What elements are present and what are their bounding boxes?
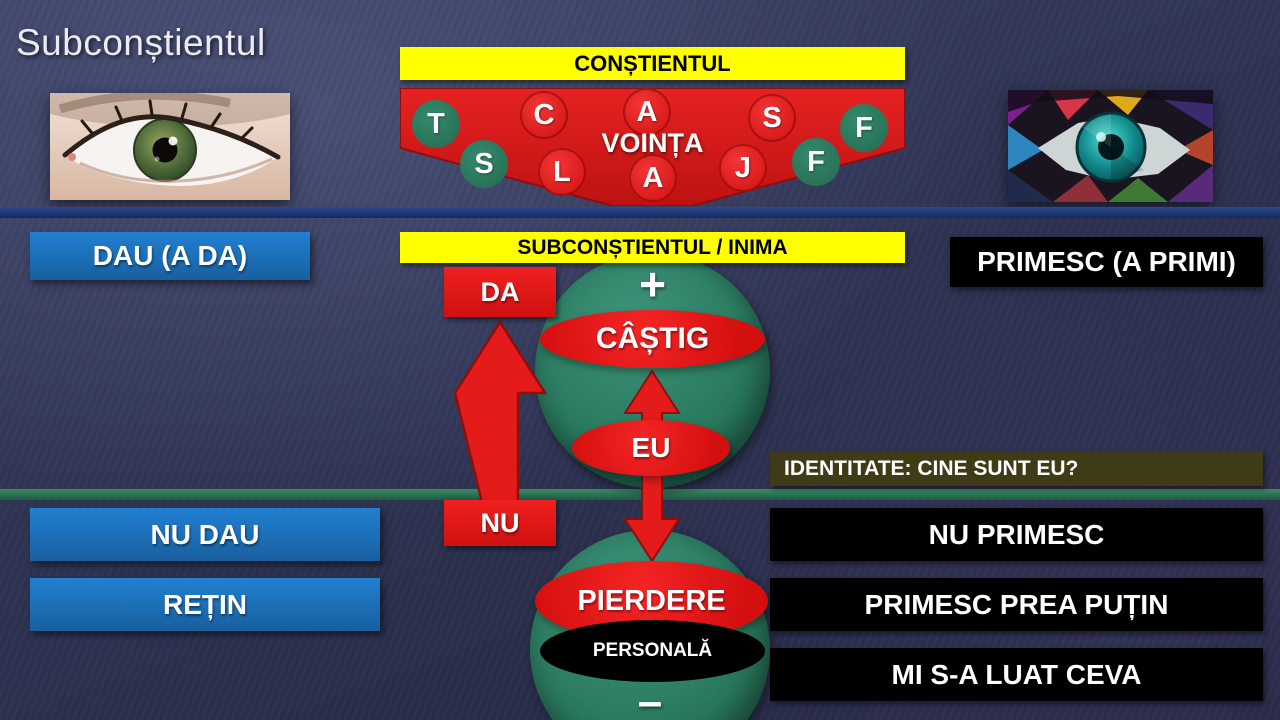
letter-circle: S <box>748 94 796 142</box>
primesc-box: PRIMESC (A PRIMI) <box>950 237 1263 287</box>
arrow-nu-to-da <box>453 319 548 504</box>
plus-sign: + <box>639 258 666 310</box>
right-eye-image <box>1008 90 1213 202</box>
letter-circle: F <box>840 104 888 152</box>
conscious-divider-line <box>0 207 1280 218</box>
dau-box: DAU (A DA) <box>30 232 310 280</box>
mi-sa-luat-ceva-box: MI S-A LUAT CEVA <box>770 648 1263 701</box>
letter-circle: S <box>460 140 508 188</box>
retin-box: REȚIN <box>30 578 380 631</box>
da-box: DA <box>444 267 556 317</box>
letter-circle: L <box>538 148 586 196</box>
letter-circle: C <box>520 91 568 139</box>
identity-divider-line <box>0 489 1280 500</box>
eu-ellipse: EU <box>572 420 730 476</box>
subconstientul-banner: SUBCONȘTIENTUL / INIMA <box>400 232 905 263</box>
nu-primesc-box: NU PRIMESC <box>770 508 1263 561</box>
letter-circle: T <box>412 100 460 148</box>
conscious-letters-shape: T C A S F S L A J F VOINȚA <box>400 88 905 206</box>
minus-sign: – <box>637 677 663 720</box>
left-eye-image <box>50 93 290 200</box>
nu-dau-box: NU DAU <box>30 508 380 561</box>
identitate-banner: IDENTITATE: CINE SUNT EU? <box>770 451 1263 486</box>
nu-box: NU <box>444 500 556 546</box>
personala-ellipse: PERSONALĂ <box>540 620 765 682</box>
vointa-label: VOINȚA <box>601 128 704 158</box>
page-title: Subconștientul <box>16 22 266 63</box>
right-eye-art <box>1008 90 1213 202</box>
letter-circle: J <box>719 144 767 192</box>
letter-circle: A <box>623 88 671 136</box>
castig-ellipse: CÂȘTIG <box>540 310 765 368</box>
letter-circle: A <box>629 154 677 202</box>
letter-circle: F <box>792 138 840 186</box>
primesc-prea-putin-box: PRIMESC PREA PUȚIN <box>770 578 1263 631</box>
left-eye-photo <box>50 93 290 200</box>
constientul-banner: CONȘTIENTUL <box>400 47 905 80</box>
